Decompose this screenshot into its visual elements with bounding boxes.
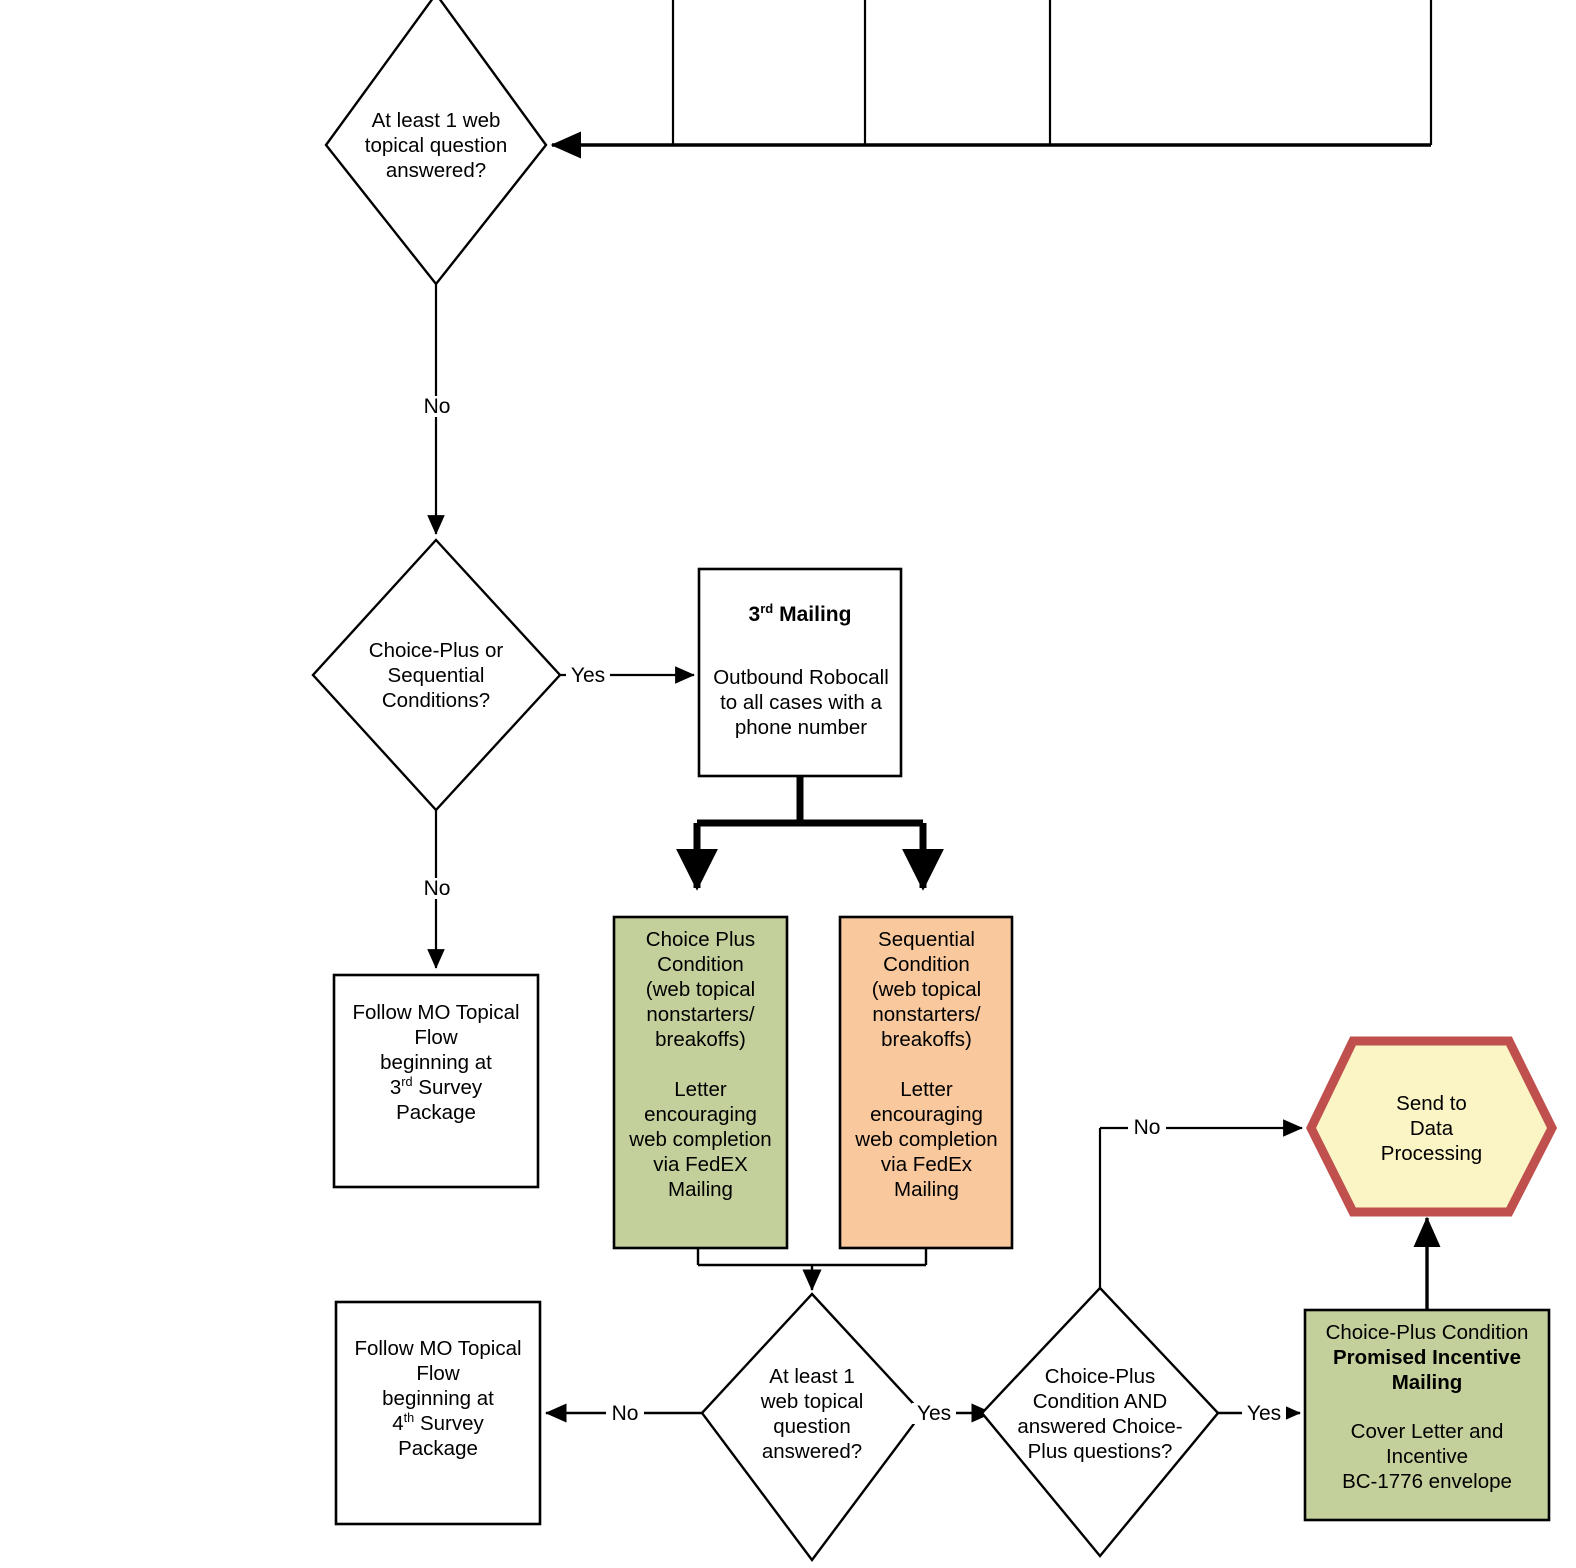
decision-3-label: At least 1 web topical question answered… <box>760 1365 864 1463</box>
mo3-line4-ordinal: rd <box>401 1074 413 1090</box>
mailing3-title-word: Mailing <box>779 603 852 627</box>
dataproc-shape <box>1305 1036 1558 1217</box>
mo4-line4-number: 4 <box>392 1412 404 1435</box>
choiceplus-label: Choice Plus Condition (web topical nonst… <box>629 928 772 1201</box>
condition-merge-connector <box>696 1248 928 1291</box>
dataproc-label: Send to Data Processing <box>1380 1091 1483 1165</box>
decision-4-shape <box>980 1286 1220 1558</box>
decision-1-shape <box>324 0 548 286</box>
mailing3-shape <box>697 567 903 778</box>
mo3-line5: Package <box>396 1101 476 1124</box>
decision-2-label: Choice-Plus or Sequential Conditions? <box>368 638 504 712</box>
edge-label-d4-no: No <box>1128 1117 1166 1138</box>
mo3-line1: Follow MO Topical <box>352 1001 520 1024</box>
edge-label-d3-no: No <box>606 1403 644 1424</box>
mo3-line2: Flow <box>414 1026 458 1049</box>
mo3-line4-word: Survey <box>412 1076 483 1099</box>
edge-d4-no <box>1098 1119 1303 1288</box>
mo3-line4-number: 3 <box>389 1076 402 1099</box>
edge-label-d2-yes: Yes <box>566 665 610 686</box>
incentive-line3: Mailing <box>1391 1371 1463 1394</box>
mo4-line3: beginning at <box>382 1387 494 1410</box>
mo3-shape <box>332 973 540 1189</box>
incentive-line6: Incentive <box>1385 1445 1469 1468</box>
incentive-shape <box>1303 1308 1551 1522</box>
mo4-line1: Follow MO Topical <box>354 1337 522 1360</box>
edge-label-d4-yes: Yes <box>1242 1403 1286 1424</box>
mo3-label: Follow MO Topical Flow beginning at 3rd … <box>334 1000 538 1155</box>
incentive-line7: BC-1776 envelope <box>1342 1470 1512 1493</box>
mo4-line5: Package <box>398 1437 478 1460</box>
incentive-line1: Choice-Plus Condition <box>1325 1321 1529 1344</box>
mailing3-split-connector <box>676 776 944 891</box>
mo4-line4-ordinal: th <box>403 1410 415 1426</box>
decision-3-shape <box>700 1292 924 1563</box>
decision-2-shape <box>311 538 562 812</box>
mo4-line4-word: Survey <box>414 1412 484 1435</box>
edge-label-d1-no: No <box>418 396 456 417</box>
incentive-label: Choice-Plus Condition Promised Incentive… <box>1305 1320 1549 1515</box>
incentive-line5: Cover Letter and <box>1350 1420 1504 1443</box>
mo4-line2: Flow <box>416 1362 460 1385</box>
mailing3-title-number: 3 <box>748 603 761 627</box>
mailing3-title-ordinal: rd <box>760 601 774 617</box>
top-incoming-rails <box>550 0 1433 159</box>
sequential-label: Sequential Condition (web topical nonsta… <box>855 928 998 1201</box>
mailing3-body: Outbound Robocall to all cases with a ph… <box>713 665 889 739</box>
mailing3-title: 3rd Mailing <box>699 600 901 630</box>
incentive-line2: Promised Incentive <box>1333 1346 1521 1369</box>
edge-label-d3-yes: Yes <box>912 1403 956 1424</box>
sequential-shape <box>838 915 1014 1250</box>
decision-1-label: At least 1 web topical question answered… <box>364 108 508 182</box>
choiceplus-shape <box>612 915 789 1250</box>
mo4-shape <box>334 1300 542 1526</box>
edge-label-d2-no: No <box>418 878 456 899</box>
mo4-label: Follow MO Topical Flow beginning at 4th … <box>336 1336 540 1491</box>
decision-4-label: Choice-Plus Condition AND answered Choic… <box>1017 1365 1183 1463</box>
mo3-line3: beginning at <box>380 1051 492 1074</box>
